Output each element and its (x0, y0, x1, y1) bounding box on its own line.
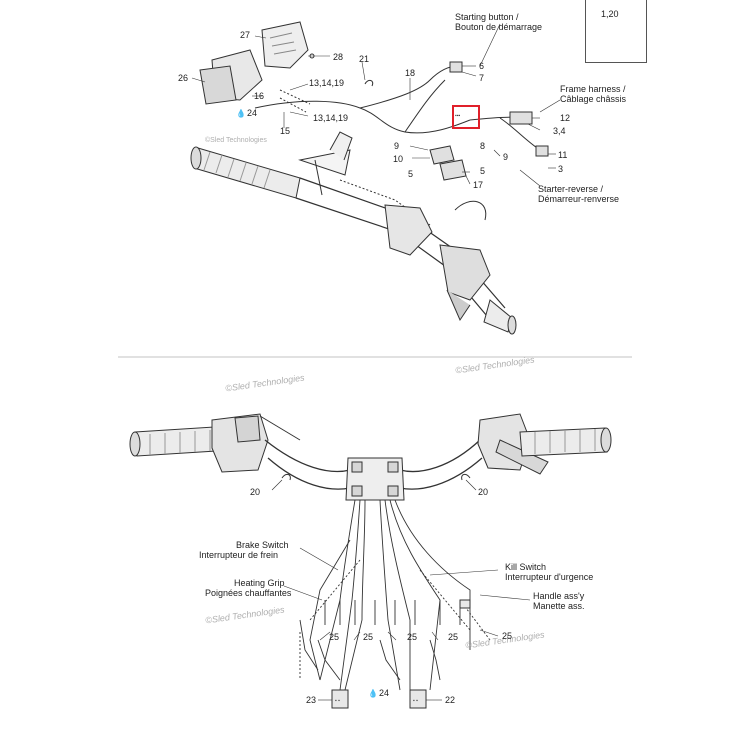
bottom-connectors (331, 599, 471, 709)
right-controls-top (384, 200, 517, 335)
callout-11: 11 (558, 150, 568, 160)
callout-25-c: 25 (407, 632, 418, 642)
connectors-top (429, 61, 549, 181)
watermark-1: ©Sled Technologies (205, 137, 267, 144)
left-switch-housing-top (199, 21, 330, 105)
callout-28: 28 (333, 52, 344, 62)
brake-switch-label-fr: Interrupteur de frein (199, 550, 279, 560)
callout-10: 10 (393, 154, 404, 164)
callout-15: 15 (280, 126, 291, 136)
callout-3: 3 (558, 164, 564, 174)
callout-13-14-19-b: 13,14,19 (313, 113, 349, 123)
callout-26: 26 (178, 73, 189, 83)
heating-grip-label-en: Heating Grip (234, 578, 285, 588)
highlight-box[interactable] (452, 105, 480, 129)
callout-18: 18 (405, 68, 416, 78)
starting-button-label-en: Starting button / (455, 12, 519, 22)
connector-22-marks: ▪ ▪ (413, 698, 418, 704)
starting-button-label-fr: Bouton de démarrage (455, 22, 543, 32)
callout-25-d: 25 (448, 632, 459, 642)
callout-16: 16 (254, 91, 265, 101)
callout-23: 23 (306, 695, 317, 705)
oil-drop-icon: 💧 (368, 689, 378, 698)
handlebar-bottom (129, 413, 612, 501)
starter-reverse-label-en: Starter-reverse / (538, 184, 604, 194)
left-grip-top (190, 146, 301, 199)
connector-23-marks: ▪ ▪ (335, 698, 340, 704)
handle-assy-label-fr: Manette ass. (533, 601, 585, 611)
leader-lines-top (191, 23, 561, 187)
callout-6: 6 (479, 61, 485, 71)
callout-17: 17 (473, 180, 484, 190)
oil-drop-icon: 💧 (236, 109, 246, 118)
callout-25-b: 25 (363, 632, 374, 642)
starter-reverse-label-fr: Démarreur-renverse (538, 194, 620, 204)
callout-24-bottom: 💧24 (368, 688, 389, 698)
callout-3-4: 3,4 (553, 126, 566, 136)
kill-switch-label-en: Kill Switch (505, 562, 547, 572)
callout-25-a: 25 (329, 632, 340, 642)
callout-25-e: 25 (502, 631, 513, 641)
reference-box (585, 0, 647, 63)
callout-12: 12 (560, 113, 571, 123)
callout-22: 22 (445, 695, 456, 705)
brake-switch-label-en: Brake Switch (236, 540, 289, 550)
callout-21: 21 (359, 54, 370, 64)
leader-lines-bottom (271, 479, 531, 701)
handle-assy-label-en: Handle ass'y (533, 591, 585, 601)
callout-1-20: 1,20 (601, 9, 619, 19)
callout-5-a: 5 (408, 169, 414, 179)
callout-5-b: 5 (480, 166, 486, 176)
highlight-part-code: ▪▪▪ (455, 113, 461, 119)
kill-switch-label-fr: Interrupteur d'urgence (505, 572, 594, 582)
callout-13-14-19-a: 13,14,19 (309, 78, 345, 88)
callout-9-b: 9 (503, 152, 509, 162)
wire-harness-bottom (299, 499, 491, 691)
callout-24-top: 💧24 (236, 108, 257, 118)
callout-7: 7 (479, 73, 485, 83)
heating-grip-label-fr: Poignées chauffantes (205, 588, 292, 598)
frame-harness-label-en: Frame harness / (560, 84, 626, 94)
callout-27: 27 (240, 30, 251, 40)
wiring-top (254, 65, 541, 151)
callout-8: 8 (480, 141, 486, 151)
callout-20-right: 20 (478, 487, 489, 497)
callout-9-a: 9 (394, 141, 400, 151)
frame-harness-label-fr: Câblage châssis (560, 94, 627, 104)
callout-20-left: 20 (250, 487, 261, 497)
